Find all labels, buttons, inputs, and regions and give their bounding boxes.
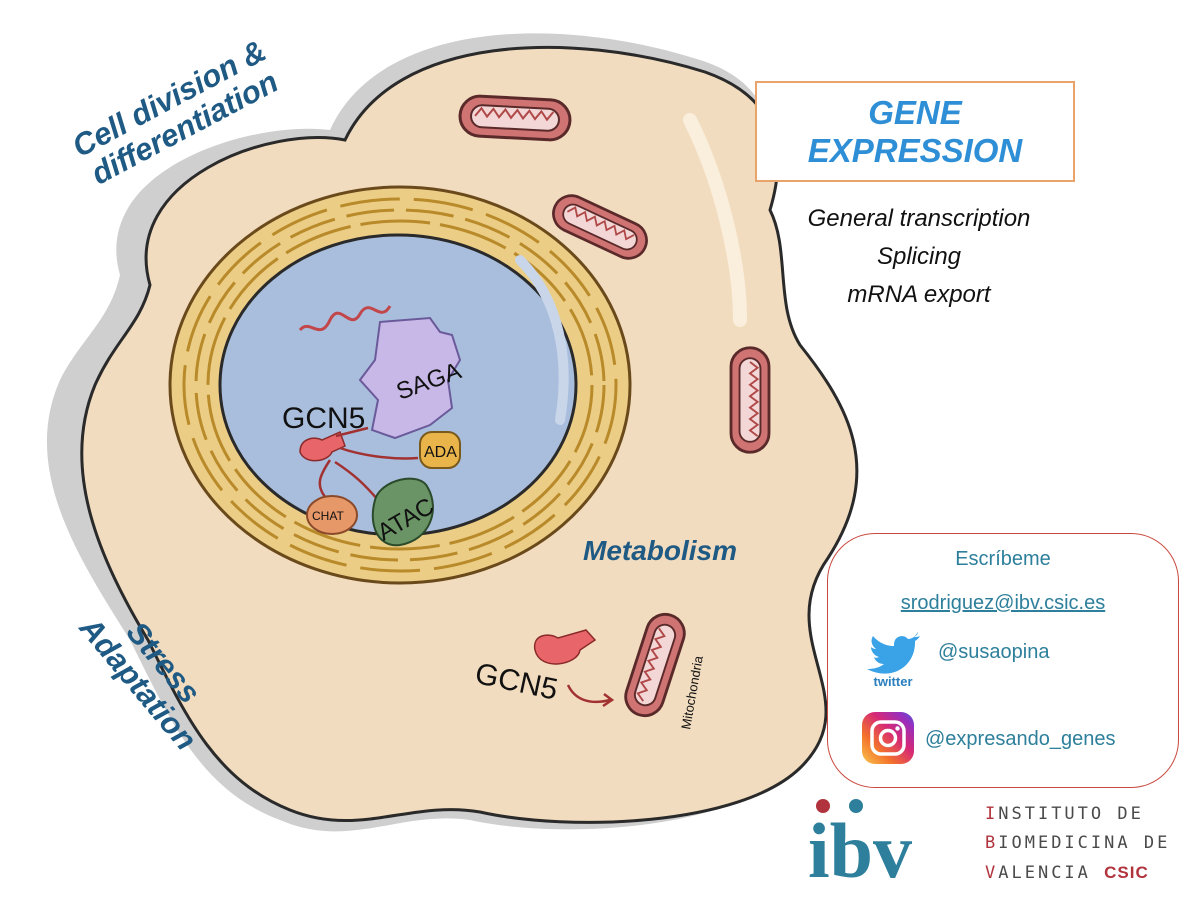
gene-expression-item: Splicing (876, 243, 962, 270)
metabolism-label: Metabolism (583, 535, 738, 566)
contact-title: Escríbeme (955, 548, 1051, 570)
mitochondrion-1 (457, 93, 573, 143)
gene-expression-list: General transcription Splicing mRNA expo… (760, 200, 1078, 314)
twitter-handle[interactable]: @susaopina (938, 641, 1050, 663)
ada-label: ADA (424, 444, 457, 461)
ibv-logo-text: ibv (808, 807, 912, 882)
gcn5-nucleus-label: GCN5 (282, 402, 365, 435)
institute-name: INSTITUTO DE BIOMEDICINA DE VALENCIA CSI… (985, 804, 1171, 883)
gene-expression-box: GENE EXPRESSION (755, 81, 1075, 182)
chat-label: CHAT (312, 509, 344, 523)
chat-complex (306, 495, 358, 535)
instagram-handle[interactable]: @expresando_genes (925, 728, 1116, 750)
dna-icon (298, 305, 392, 332)
twitter-icon[interactable]: twitter (863, 628, 923, 690)
ada-complex (419, 431, 461, 469)
email-link[interactable]: srodriguez@ibv.csic.es (900, 592, 1106, 614)
gene-expression-item: General transcription (807, 205, 1031, 232)
twitter-word: twitter (874, 674, 913, 689)
gcn5-cytoplasm (533, 629, 597, 665)
saga-complex (358, 316, 462, 440)
atac-complex (371, 477, 434, 547)
instagram-icon[interactable] (862, 712, 914, 764)
gene-expression-item: mRNA export (847, 281, 991, 308)
gene-expression-title: GENE EXPRESSION (807, 93, 1023, 169)
gcn5-nucleus (299, 430, 346, 462)
ibv-logo: ibv (808, 792, 968, 894)
contact-card: Escríbeme srodriguez@ibv.csic.es twitter… (827, 533, 1179, 788)
